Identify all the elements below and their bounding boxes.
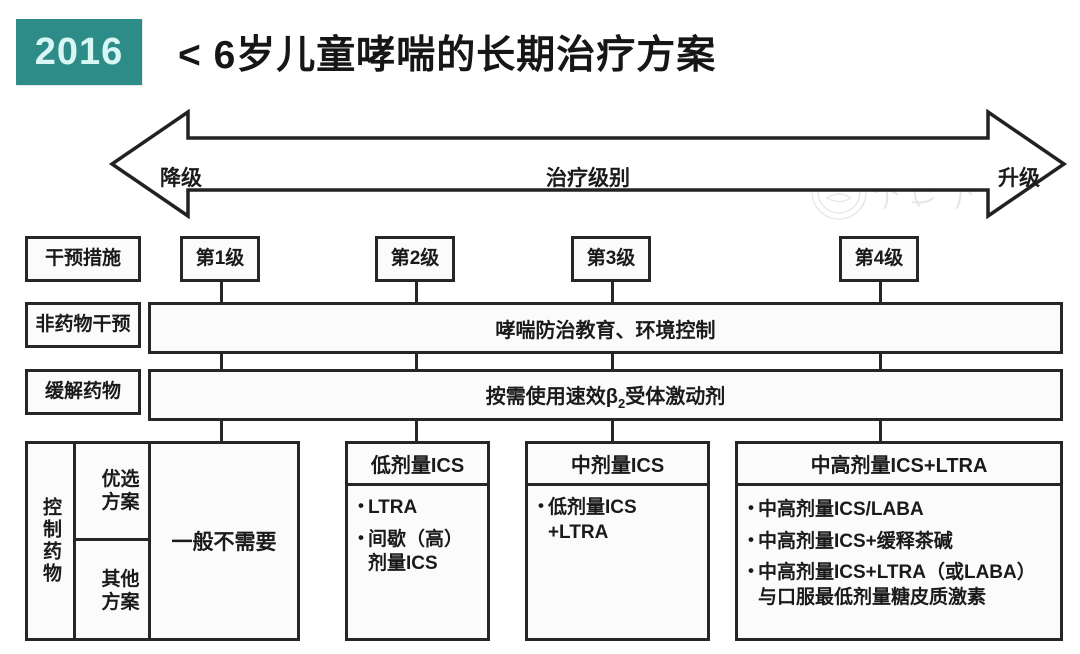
- step-content-4-body: • 中高剂量ICS/LABA • 中高剂量ICS+缓释茶碱 • 中高剂量ICS+…: [738, 486, 1060, 622]
- list-item-text: 中高剂量ICS/LABA: [757, 499, 924, 520]
- bullet-icon: •: [748, 498, 754, 517]
- list-item-text: 间歇（高） 剂量ICS: [367, 528, 463, 575]
- connector-step-1: [220, 282, 223, 446]
- step-content-3-header: 中剂量ICS: [528, 444, 707, 486]
- list-item-text: 中高剂量ICS+缓释茶碱: [757, 530, 953, 552]
- step-content-1[interactable]: 一般不需要: [148, 441, 300, 641]
- row-label-reliever-text: 缓解药物: [44, 381, 121, 403]
- step-content-1-text: 一般不需要: [171, 531, 277, 554]
- controller-preferred-label: 优选 方案: [101, 468, 140, 513]
- list-item: • 中高剂量ICS/LABA: [748, 498, 1054, 523]
- bullet-icon: •: [358, 496, 364, 515]
- step-content-3[interactable]: 中剂量ICS • 低剂量ICS +LTRA: [525, 441, 710, 641]
- row-label-nonpharmacologic: 非药物干预: [25, 302, 141, 348]
- step-box-1[interactable]: 第1级: [180, 236, 260, 282]
- row-label-reliever: 缓解药物: [25, 369, 141, 415]
- controller-other-label: 其他 方案: [101, 568, 140, 613]
- connector-step-4: [879, 282, 882, 446]
- row-bar-reliever-text: 按需使用速效β2受体激动剂: [486, 380, 725, 411]
- year-badge: 2016: [16, 19, 142, 85]
- row-label-controller-text: 控制药物: [40, 497, 61, 585]
- step-box-1-label: 第1级: [195, 248, 245, 270]
- arrow-label-step-up: 升级: [998, 167, 1040, 190]
- list-item-text: LTRA: [367, 497, 418, 518]
- step-box-4-label: 第4级: [854, 248, 904, 270]
- list-item-text: 中高剂量ICS+LTRA（或LABA） 与口服最低剂量糖皮质激素: [757, 562, 1036, 609]
- controller-preferred-cell: 优选 方案: [76, 444, 165, 541]
- step-box-2[interactable]: 第2级: [375, 236, 455, 282]
- row-label-intervention-text: 干预措施: [44, 248, 121, 270]
- step-content-2-body: • LTRA • 间歇（高） 剂量ICS: [348, 486, 487, 588]
- row-label-nonpharmacologic-text: 非药物干预: [35, 314, 131, 336]
- arrow-label-treatment-level: 治疗级别: [546, 167, 630, 190]
- reliever-text-post: 受体激动剂: [625, 385, 726, 408]
- step-box-2-label: 第2级: [390, 248, 440, 270]
- step-content-2[interactable]: 低剂量ICS • LTRA • 间歇（高） 剂量ICS: [345, 441, 490, 641]
- connector-step-2: [415, 282, 418, 446]
- bullet-icon: •: [748, 529, 754, 549]
- list-item-text: 低剂量ICS +LTRA: [547, 497, 637, 543]
- step-content-4-header: 中高剂量ICS+LTRA: [738, 444, 1060, 486]
- list-item: • 间歇（高） 剂量ICS: [358, 528, 481, 577]
- row-label-intervention: 干预措施: [25, 236, 141, 282]
- list-item: • 低剂量ICS +LTRA: [538, 496, 701, 545]
- bullet-icon: •: [358, 527, 364, 547]
- list-item: • 中高剂量ICS+缓释茶碱: [748, 530, 1054, 555]
- list-item: • LTRA: [358, 496, 481, 521]
- row-label-controller: 控制药物: [28, 444, 76, 638]
- step-content-4[interactable]: 中高剂量ICS+LTRA • 中高剂量ICS/LABA • 中高剂量ICS+缓释…: [735, 441, 1063, 641]
- step-content-2-header: 低剂量ICS: [348, 444, 487, 486]
- row-bar-nonpharmacologic: 哮喘防治教育、环境控制: [148, 302, 1063, 354]
- bullet-icon: •: [538, 496, 544, 515]
- reliever-text-pre: 按需使用速效β: [485, 385, 618, 408]
- step-box-3[interactable]: 第3级: [571, 236, 651, 282]
- connector-step-3: [611, 282, 614, 446]
- row-label-controller-group: 控制药物 优选 方案 其他 方案: [25, 441, 165, 641]
- reliever-text-subscript: 2: [617, 395, 626, 411]
- controller-other-cell: 其他 方案: [76, 541, 165, 641]
- bullet-icon: •: [748, 561, 754, 581]
- arrow-label-step-down: 降级: [160, 167, 202, 190]
- list-item: • 中高剂量ICS+LTRA（或LABA） 与口服最低剂量糖皮质激素: [748, 561, 1054, 610]
- page-title: < 6岁儿童哮喘的长期治疗方案: [178, 34, 717, 77]
- step-box-3-label: 第3级: [586, 248, 636, 270]
- step-box-4[interactable]: 第4级: [839, 236, 919, 282]
- year-badge-label: 2016: [34, 30, 124, 73]
- step-content-3-body: • 低剂量ICS +LTRA: [528, 486, 707, 556]
- row-bar-reliever: 按需使用速效β2受体激动剂: [148, 369, 1063, 421]
- row-bar-nonpharmacologic-text: 哮喘防治教育、环境控制: [495, 319, 716, 342]
- treatment-level-arrow: 降级 治疗级别 升级: [108, 108, 1068, 220]
